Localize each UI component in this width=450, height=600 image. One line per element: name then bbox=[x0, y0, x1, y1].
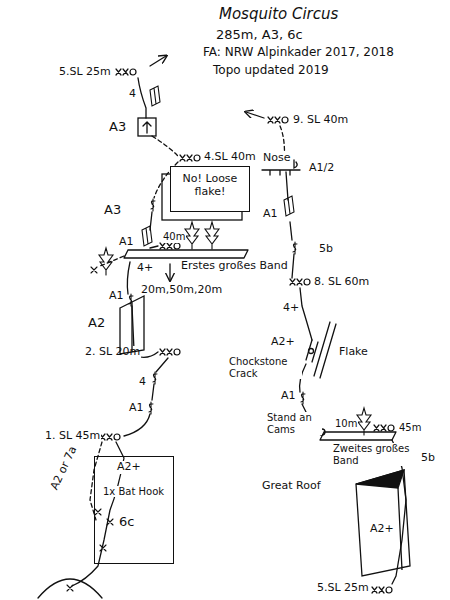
topo-label: 9. SL 40m bbox=[292, 114, 349, 127]
topo-label: Chockstone Crack bbox=[228, 356, 302, 379]
box-text: A2+ bbox=[370, 523, 394, 536]
topo-label: 4 bbox=[128, 88, 137, 101]
topo-label: 20m,50m,20m bbox=[140, 284, 223, 297]
topo-label: 8. SL 60m bbox=[313, 276, 370, 289]
topo-label: A1 bbox=[128, 402, 145, 415]
topo-label: 45m bbox=[398, 422, 422, 434]
box-text: 6c bbox=[119, 515, 173, 530]
topo-label: A1 bbox=[262, 208, 279, 221]
topo-title: Mosquito Circus bbox=[218, 6, 339, 23]
topo-label: 5b bbox=[420, 452, 436, 465]
topo-label: Stand an Cams bbox=[266, 412, 322, 435]
topo-label: A2 or 7a bbox=[48, 444, 80, 493]
topo-label: 4.SL 40m bbox=[203, 151, 257, 164]
topo-label: 10m bbox=[334, 418, 358, 430]
topo-label: 5.SL 25m bbox=[58, 66, 112, 79]
topo-label: Flake bbox=[338, 346, 369, 359]
topo-label: 4+ bbox=[282, 302, 300, 315]
box-text: Great Roof bbox=[262, 480, 321, 493]
box-text: A2+ bbox=[117, 461, 173, 474]
topo-label: A1 bbox=[108, 290, 125, 303]
topo-label: 4+ bbox=[136, 262, 154, 275]
topo-label: 5.SL 25m bbox=[316, 582, 370, 595]
topo-label: A1/2 bbox=[308, 162, 335, 175]
topo-label: A2+ bbox=[270, 336, 296, 349]
topo-label: Zweites großes Band bbox=[332, 443, 420, 466]
topo-label: A3 bbox=[103, 203, 122, 218]
topo-box: A2+ 1x Bat Hook 6c bbox=[94, 456, 174, 564]
topo-label: A3 bbox=[108, 120, 127, 135]
topo-label: 40m bbox=[162, 231, 186, 243]
topo-label: 5b bbox=[318, 243, 334, 256]
topo-label: A1 bbox=[280, 390, 297, 403]
topo-label: Nose bbox=[262, 152, 291, 165]
topo-label: 1. SL 45m bbox=[44, 430, 101, 443]
box-text: A2 bbox=[88, 316, 105, 331]
topo-label: FA: NRW Alpinkader 2017, 2018 bbox=[202, 46, 395, 60]
box-text: 1x Bat Hook bbox=[103, 486, 173, 498]
topo-box: Great RoofA2+ bbox=[262, 466, 412, 578]
topo-box: A2 bbox=[86, 294, 162, 356]
topo-box: No! Loose flake! bbox=[170, 166, 250, 212]
box-text: No! Loose flake! bbox=[173, 173, 247, 198]
topo-label: 285m, A3, 6c bbox=[215, 28, 304, 43]
topo-label: 4 bbox=[138, 376, 147, 389]
topo-label: A1 bbox=[118, 236, 135, 249]
topo-label: Erstes großes Band bbox=[180, 260, 289, 273]
topo-label: Topo updated 2019 bbox=[212, 64, 330, 78]
